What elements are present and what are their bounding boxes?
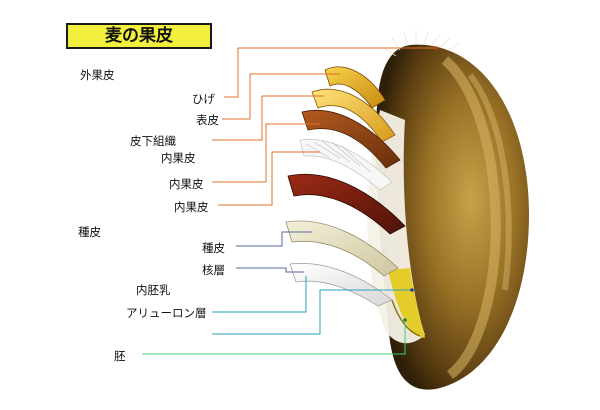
peeled-layer-epidermis (311, 88, 396, 143)
group-label-outer-pericarp: 外果皮 (80, 68, 115, 82)
peeled-layer-hige (324, 66, 386, 109)
peeled-layer-fiber (299, 139, 393, 191)
label-hypodermis: 皮下組織 (130, 134, 176, 148)
label-aleurone-layer: アリューロン層 (126, 306, 207, 320)
label-endosperm: 内胚乳 (136, 283, 171, 297)
diagram-title: 麦の果皮 (66, 23, 212, 49)
label-embryo: 胚 (114, 349, 126, 363)
label-nucellar-layer: 核層 (202, 263, 225, 277)
label-hige: ひげ (192, 92, 215, 106)
label-seed-coat: 種皮 (202, 241, 225, 255)
leader-lines (142, 47, 436, 355)
brush-hairs (383, 31, 461, 57)
peeled-layer-seed-coat (285, 220, 399, 277)
label-endocarp-3: 内果皮 (174, 200, 209, 214)
label-endocarp-2: 内果皮 (169, 177, 204, 191)
grain-body (367, 31, 529, 390)
peeled-layer-endocarp (287, 173, 406, 235)
label-endocarp-1: 内果皮 (161, 151, 196, 165)
peeled-layer-hypodermis (301, 110, 401, 169)
group-label-seed-coat: 種皮 (78, 225, 101, 239)
label-epidermis: 表皮 (196, 113, 219, 127)
leader-dots (403, 46, 438, 322)
peeled-layer-nucellar (289, 263, 393, 307)
